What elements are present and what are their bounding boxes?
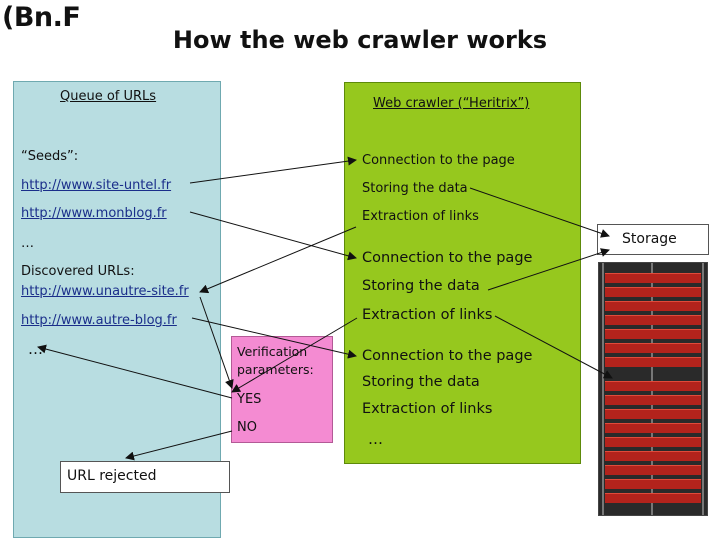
crawler-heading: Web crawler (“Heritrix”) bbox=[373, 96, 530, 111]
arrow-queue-to-verification bbox=[199, 296, 234, 389]
storage-box bbox=[597, 224, 709, 255]
arrow-yes-to-queue bbox=[37, 344, 233, 399]
arrow-extraction2-to-verification bbox=[231, 317, 358, 393]
step-storing-1: Storing the data bbox=[362, 181, 468, 196]
arrow-queue-to-connection bbox=[191, 317, 357, 359]
arrow-seed1-to-connection bbox=[189, 156, 357, 184]
storage-label: Storage bbox=[622, 231, 677, 247]
url-rejected-box bbox=[60, 461, 230, 493]
arrow-extraction-to-storage bbox=[494, 315, 613, 379]
step-connection-3: Connection to the page bbox=[362, 348, 533, 364]
url-rejected-label: URL rejected bbox=[67, 468, 157, 484]
bnf-logo: (Bn.F bbox=[2, 2, 81, 33]
arrow-storing1-to-storage bbox=[469, 187, 610, 238]
page-title: How the web crawler works bbox=[172, 26, 548, 54]
arrow-extraction1-to-discovered bbox=[199, 226, 357, 294]
step-extraction-3: Extraction of links bbox=[362, 401, 493, 417]
step-connection-1: Connection to the page bbox=[362, 153, 515, 168]
step-storing-2: Storing the data bbox=[362, 278, 480, 294]
discovered-label: Discovered URLs: bbox=[21, 264, 135, 279]
server-rack-image bbox=[598, 262, 708, 516]
step-connection-2: Connection to the page bbox=[362, 250, 533, 266]
queue-heading: Queue of URLs bbox=[60, 89, 157, 104]
verification-yes: YES bbox=[237, 392, 262, 407]
crawler-box bbox=[344, 82, 581, 464]
step-extraction-2: Extraction of links bbox=[362, 307, 493, 323]
step-storing-3: Storing the data bbox=[362, 374, 480, 390]
seed-url-2[interactable]: http://www.monblog.fr bbox=[21, 206, 167, 221]
verification-no: NO bbox=[237, 420, 257, 435]
discovered-url-2[interactable]: http://www.autre-blog.fr bbox=[21, 313, 177, 328]
queue-ellipsis-2: … bbox=[28, 340, 43, 358]
arrow-seed2-to-connection bbox=[189, 211, 357, 261]
crawler-ellipsis: … bbox=[368, 430, 383, 448]
seed-url-1[interactable]: http://www.site-untel.fr bbox=[21, 178, 172, 193]
queue-ellipsis-1: … bbox=[21, 236, 34, 251]
discovered-url-1[interactable]: http://www.unautre-site.fr bbox=[21, 284, 189, 299]
step-extraction-1: Extraction of links bbox=[362, 209, 479, 224]
arrow-no-to-rejected bbox=[125, 430, 233, 461]
seeds-label: “Seeds”: bbox=[21, 149, 79, 164]
arrow-storing2-to-storage bbox=[487, 248, 610, 291]
verification-label: Verification parameters: bbox=[237, 344, 314, 377]
